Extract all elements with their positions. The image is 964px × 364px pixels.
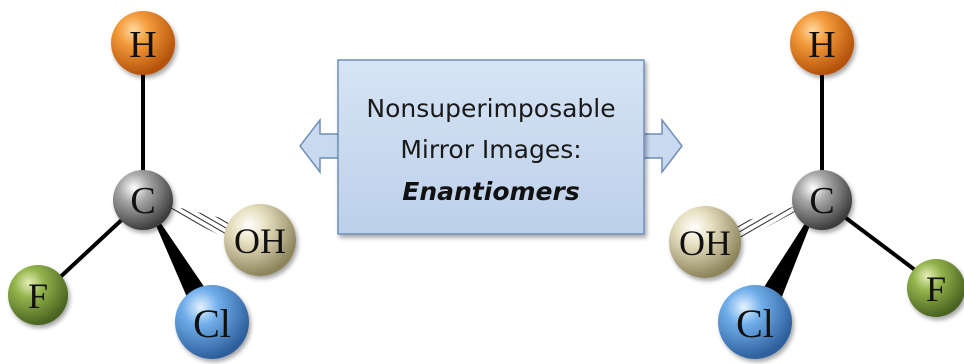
right-atom-oh-label: OH: [679, 223, 731, 263]
left-molecule: H F C OH Cl: [8, 11, 296, 359]
right-atom-c-label: C: [809, 180, 834, 222]
right-atom-h: H: [790, 11, 854, 75]
right-atom-cl: Cl: [718, 285, 792, 359]
left-atom-oh: OH: [224, 204, 296, 276]
left-atom-c: C: [113, 170, 173, 230]
banner-box: [337, 59, 645, 235]
right-atom-c: C: [792, 170, 852, 230]
arrow-right: [639, 117, 683, 175]
left-atom-f-label: F: [28, 276, 48, 316]
left-atom-c-label: C: [130, 180, 155, 222]
arrow-left: [299, 117, 343, 175]
right-atom-h-label: H: [808, 24, 835, 66]
mirror-banner: Nonsuperimposable Mirror Images: Enantio…: [299, 59, 683, 235]
left-atom-cl: Cl: [175, 285, 249, 359]
banner-line-2: Mirror Images:: [400, 135, 581, 164]
banner-line-1: Nonsuperimposable: [366, 94, 615, 123]
banner-line-3: Enantiomers: [402, 177, 579, 206]
right-atom-f: F: [907, 259, 964, 317]
left-atom-oh-label: OH: [234, 221, 286, 261]
right-atom-cl-label: Cl: [736, 301, 774, 346]
left-atom-cl-label: Cl: [193, 301, 231, 346]
right-atom-f-label: F: [926, 269, 946, 309]
left-atom-h: H: [111, 11, 175, 75]
left-atom-h-label: H: [129, 24, 156, 66]
right-molecule: H F C OH Cl: [669, 11, 964, 359]
right-atom-oh: OH: [669, 206, 741, 278]
left-atom-f: F: [8, 265, 68, 325]
